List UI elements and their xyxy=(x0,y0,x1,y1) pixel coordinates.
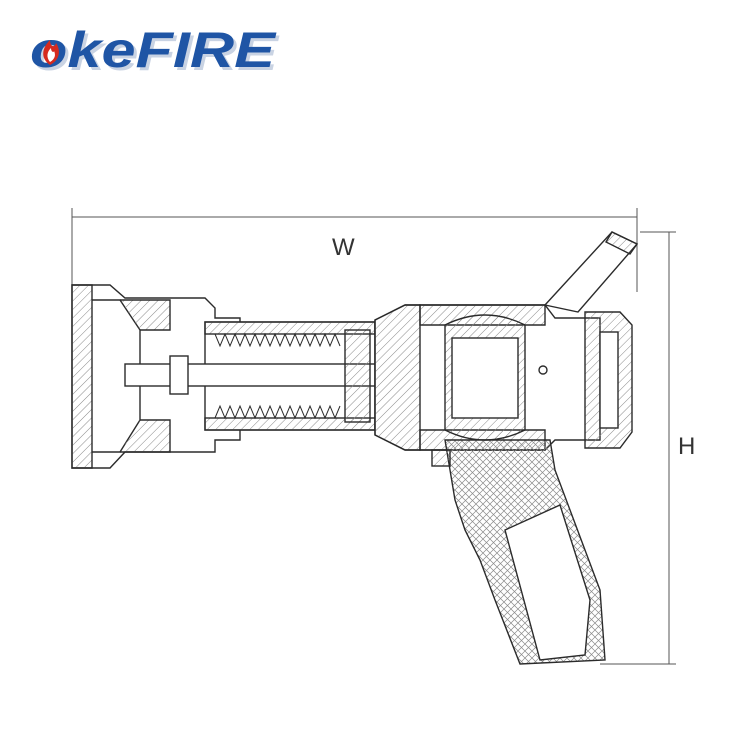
central-shaft xyxy=(124,363,376,387)
height-dimension xyxy=(600,231,676,665)
brand-logo: okeFIRE okeFIRE xyxy=(30,22,280,81)
logo-text: okeFIRE xyxy=(33,25,280,81)
height-label: H xyxy=(678,433,695,460)
nozzle-body xyxy=(71,231,639,665)
flame-icon xyxy=(43,40,59,65)
grip-opening xyxy=(504,504,591,661)
inlet-flange xyxy=(71,284,93,469)
width-label: W xyxy=(332,234,355,261)
logo-text-front: okeFIRE xyxy=(30,22,277,78)
width-dimension xyxy=(71,208,638,292)
spring-coils xyxy=(214,332,341,420)
